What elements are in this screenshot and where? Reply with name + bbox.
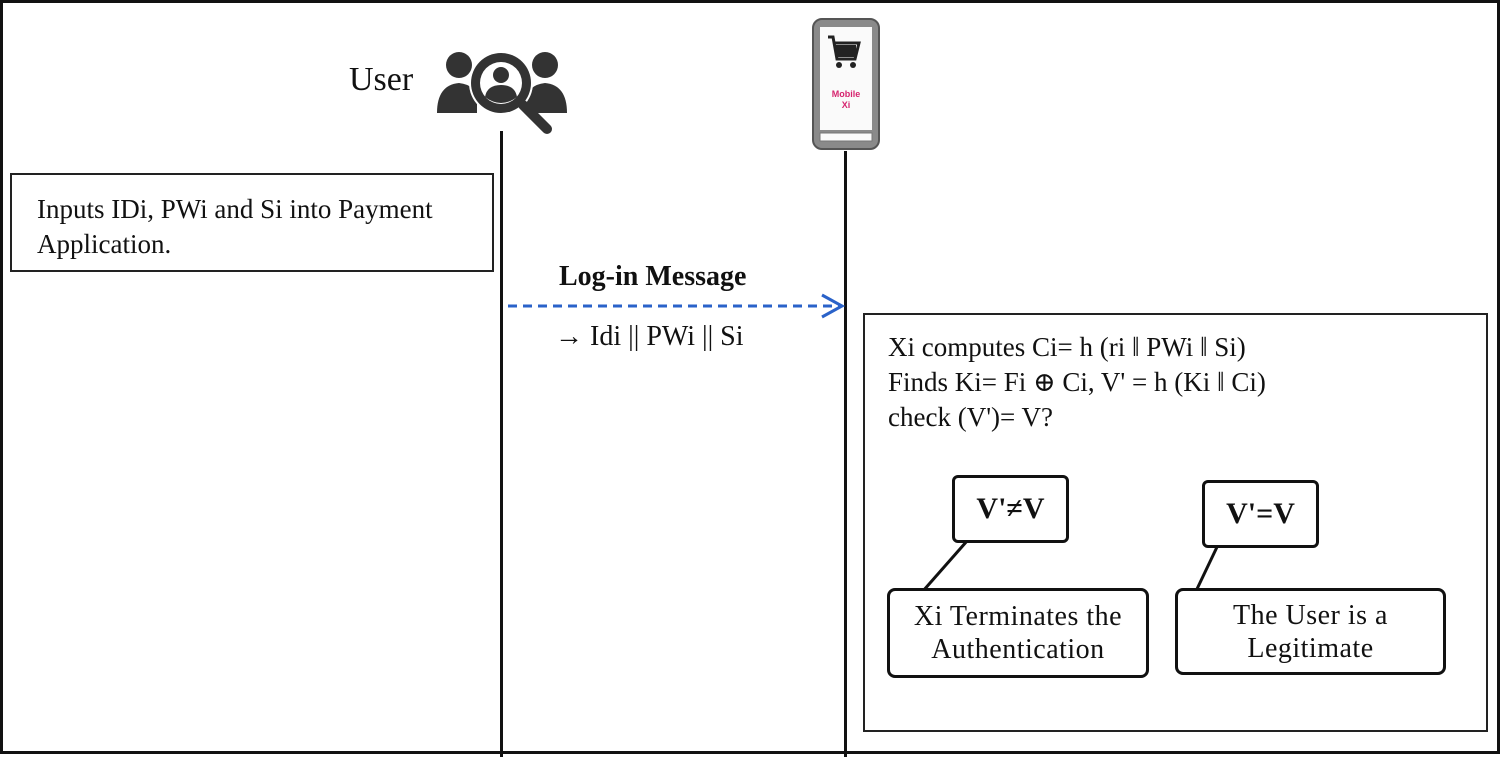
result-pass-line1: The User is a	[1232, 599, 1388, 631]
user-search-icon	[437, 51, 567, 134]
user-actor-label: User	[349, 61, 414, 98]
verification-box	[863, 313, 1488, 732]
verification-check-line: check (V')= V?	[888, 402, 1054, 432]
verification-find-line: Finds Ki= Fi ⊕ Ci, V' = h (Ki ‖ Ci)	[888, 367, 1266, 397]
result-fail-line1: Xi Terminates the	[913, 601, 1123, 632]
login-message-arrow	[508, 293, 846, 319]
verification-steps: Xi computes Ci= h (ri ‖ PWi ‖ Si) Finds …	[888, 330, 1266, 435]
mobile-shopping-cart-icon: Mobile Xi	[811, 17, 881, 151]
user-input-step-line2: Application.	[37, 229, 172, 259]
result-fail-line2: Authentication	[931, 634, 1105, 665]
verification-compute-line: Xi computes Ci= h (ri ‖ PWi ‖ Si)	[888, 332, 1246, 362]
condition-pass-label: V'=V	[1226, 497, 1295, 530]
result-pass-line2: Legitimate	[1247, 632, 1374, 664]
merchant-device-label: Xi	[841, 100, 851, 110]
login-message-payload: → Idi || PWi || Si	[555, 321, 744, 352]
result-fail-box: Xi Terminates the Authentication	[887, 588, 1149, 678]
merchant-lifeline	[844, 151, 847, 757]
login-message-title: Log-in Message	[559, 261, 747, 292]
user-lifeline	[500, 131, 503, 757]
mobile-device-label: Mobile	[831, 89, 861, 99]
result-pass-box: The User is a Legitimate	[1175, 588, 1446, 675]
user-input-step-line1: Inputs IDi, PWi and Si into Payment	[37, 194, 433, 224]
condition-fail-label: V'≠V	[976, 492, 1045, 525]
condition-fail-box: V'≠V	[952, 475, 1069, 543]
user-input-step-box: Inputs IDi, PWi and Si into Payment Appl…	[10, 173, 494, 272]
condition-pass-box: V'=V	[1202, 480, 1319, 548]
